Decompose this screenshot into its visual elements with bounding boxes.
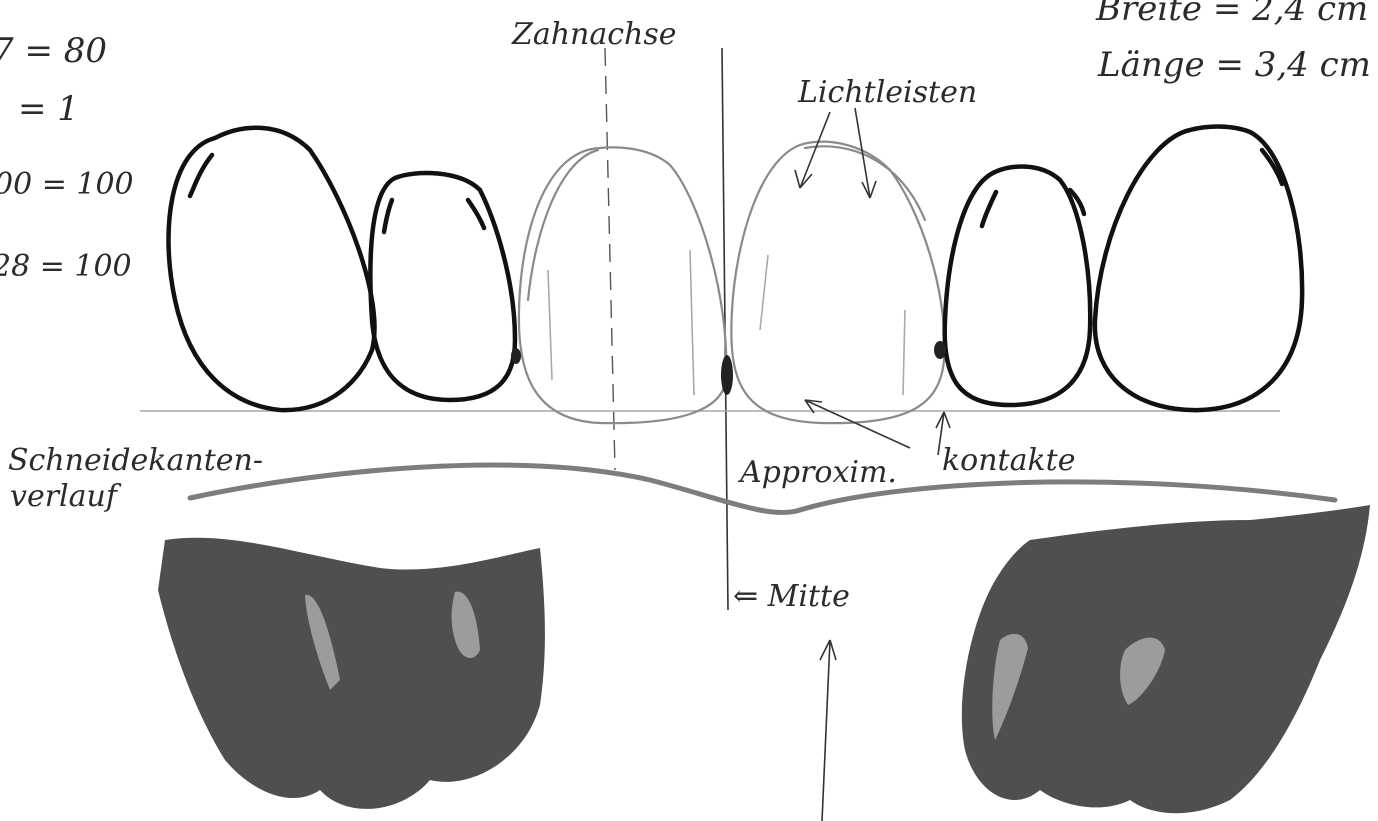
central-left-ridge-2 <box>690 250 694 395</box>
tooth-central-right <box>731 142 944 424</box>
margin-note-3: 00 = 100 <box>0 167 134 202</box>
tooth-lateral-right <box>945 167 1091 405</box>
contact-point-center <box>721 355 733 395</box>
lateral-right-mark <box>982 192 996 226</box>
zahnachse-label: Zahnachse <box>511 17 677 52</box>
margin-note-2: = 1 <box>18 89 79 129</box>
tooth-axis-line <box>605 48 615 470</box>
schneidekanten-label-2: verlauf <box>10 479 122 514</box>
kontakte-label: kontakte <box>942 443 1076 478</box>
canine-left-cusp <box>190 155 212 196</box>
approxim-label: Approxim. <box>737 455 897 490</box>
mitte-arrow <box>822 640 830 821</box>
breite-note: Breite = 2,4 cm <box>1095 0 1368 29</box>
laenge-note: Länge = 3,4 cm <box>1097 45 1371 85</box>
shaded-teeth-left <box>158 538 545 809</box>
central-right-overlay <box>805 146 925 220</box>
central-right-ridge-1 <box>760 255 768 330</box>
schneidekanten-label-1: Schneidekanten- <box>8 443 263 478</box>
margin-note-4: 28 = 100 <box>0 249 132 284</box>
mitte-arrowhead <box>820 640 836 660</box>
tooth-lateral-left <box>370 173 515 400</box>
lateral-left-mark-2 <box>468 200 484 228</box>
central-left-overlay <box>528 150 598 300</box>
contact-point-right <box>934 341 946 359</box>
lateral-left-mark <box>384 200 392 232</box>
central-right-ridge-2 <box>903 310 905 395</box>
lichtleisten-label: Lichtleisten <box>797 75 977 110</box>
margin-note-1: 7 = 80 <box>0 31 107 71</box>
tooth-canine-left <box>168 128 374 410</box>
contact-point-left <box>511 348 521 364</box>
mitte-label: ⇐ Mitte <box>733 579 850 614</box>
central-left-ridge-1 <box>548 270 552 380</box>
tooth-canine-right <box>1095 127 1302 411</box>
lichtleisten-arrow-1 <box>800 112 830 188</box>
tooth-central-left <box>519 147 726 423</box>
